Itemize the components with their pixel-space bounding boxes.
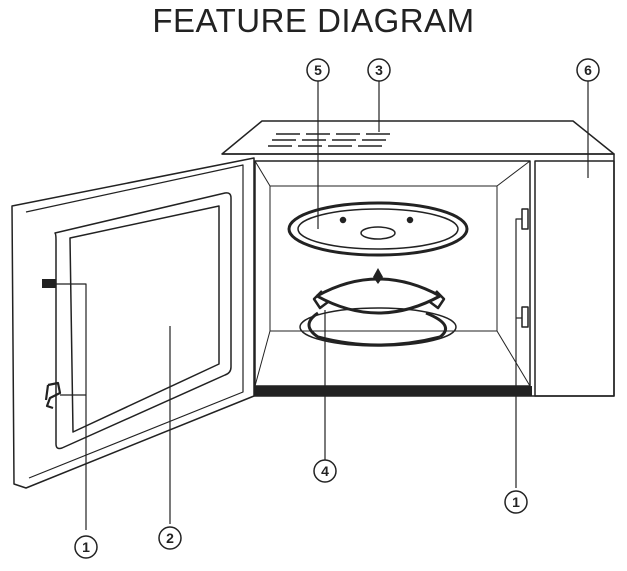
callout-door-latch-left: 1 — [74, 535, 98, 559]
microwave-body — [221, 120, 615, 397]
callout-door-latch-right: 1 — [504, 490, 528, 514]
callout-label: 1 — [82, 539, 90, 555]
callout-label: 6 — [584, 62, 592, 78]
diagram-title: FEATURE DIAGRAM — [152, 2, 475, 39]
cavity-back-wall — [269, 185, 498, 332]
control-panel — [534, 160, 615, 397]
bottom-base — [254, 386, 532, 396]
callout-window: 2 — [158, 526, 182, 550]
door-outer — [11, 157, 255, 489]
glass-tray — [287, 201, 469, 257]
top-vents — [268, 133, 390, 147]
door-window — [69, 205, 220, 433]
door — [11, 157, 255, 489]
callout-label: 5 — [314, 62, 322, 78]
callout-vent: 3 — [367, 58, 391, 82]
door-frame — [54, 192, 232, 450]
latch-socket-top — [521, 208, 529, 230]
top-surface — [221, 120, 615, 155]
callout-ring: 4 — [313, 459, 337, 483]
latch-socket-bottom — [521, 306, 529, 328]
door-edge — [25, 164, 244, 479]
callout-label: 4 — [321, 463, 329, 479]
callout-tray: 5 — [306, 58, 330, 82]
door-latch-bottom — [44, 381, 62, 410]
callout-label: 2 — [166, 530, 174, 546]
front-face — [222, 153, 615, 397]
callout-panel: 6 — [576, 58, 600, 82]
leader-lines — [56, 80, 589, 530]
callout-label: 1 — [512, 494, 520, 510]
callout-label: 3 — [375, 62, 383, 78]
roller-ring — [312, 268, 446, 315]
floor-track — [299, 307, 457, 347]
cavity-outer — [254, 160, 531, 387]
door-latch-top — [42, 279, 56, 288]
